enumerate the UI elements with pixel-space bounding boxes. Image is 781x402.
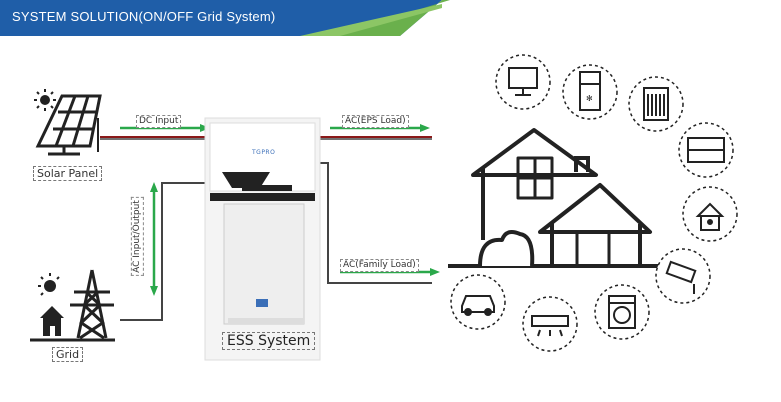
car-circle	[450, 274, 506, 330]
solar-panel-icon	[34, 89, 102, 156]
fridge-icon: ✻	[579, 71, 601, 111]
cctv-icon	[665, 260, 697, 294]
aircon-icon	[531, 315, 569, 337]
washer-circle	[594, 284, 650, 340]
svg-text:✻: ✻	[586, 94, 593, 103]
dc-input-label: DC Input	[136, 115, 182, 128]
ac-input-output-label: AC Input/Output	[130, 197, 144, 276]
fridge-circle	[562, 64, 618, 120]
ac-eps-load-label: AC(EPS Load)	[342, 115, 409, 128]
cabinet-icon	[687, 137, 725, 163]
alarm-icon	[695, 202, 725, 231]
alarm-circle	[682, 186, 738, 242]
car-icon	[461, 295, 495, 316]
monitor-icon	[508, 67, 538, 96]
wires	[100, 136, 432, 321]
aircon-circle	[522, 296, 578, 352]
ess-cabinet	[204, 117, 321, 361]
monitor-circle	[495, 54, 551, 110]
brand-logo: TGPRO	[252, 149, 276, 156]
grid-tower-icon	[30, 269, 115, 342]
heater-icon	[643, 87, 669, 121]
solar-panel-label: Solar Panel	[33, 166, 103, 181]
ess-system-label: ESS System	[222, 332, 316, 350]
banner-bg	[0, 0, 442, 36]
banner-accent-2	[300, 4, 442, 36]
ac-family-load-label: AC(Family Load)	[340, 259, 419, 272]
washer-icon	[608, 295, 636, 329]
grid-label: Grid	[52, 347, 84, 362]
house-icon	[448, 128, 660, 268]
banner-title: SYSTEM SOLUTION(ON/OFF Grid System)	[12, 9, 276, 24]
cctv-circle	[655, 248, 711, 304]
